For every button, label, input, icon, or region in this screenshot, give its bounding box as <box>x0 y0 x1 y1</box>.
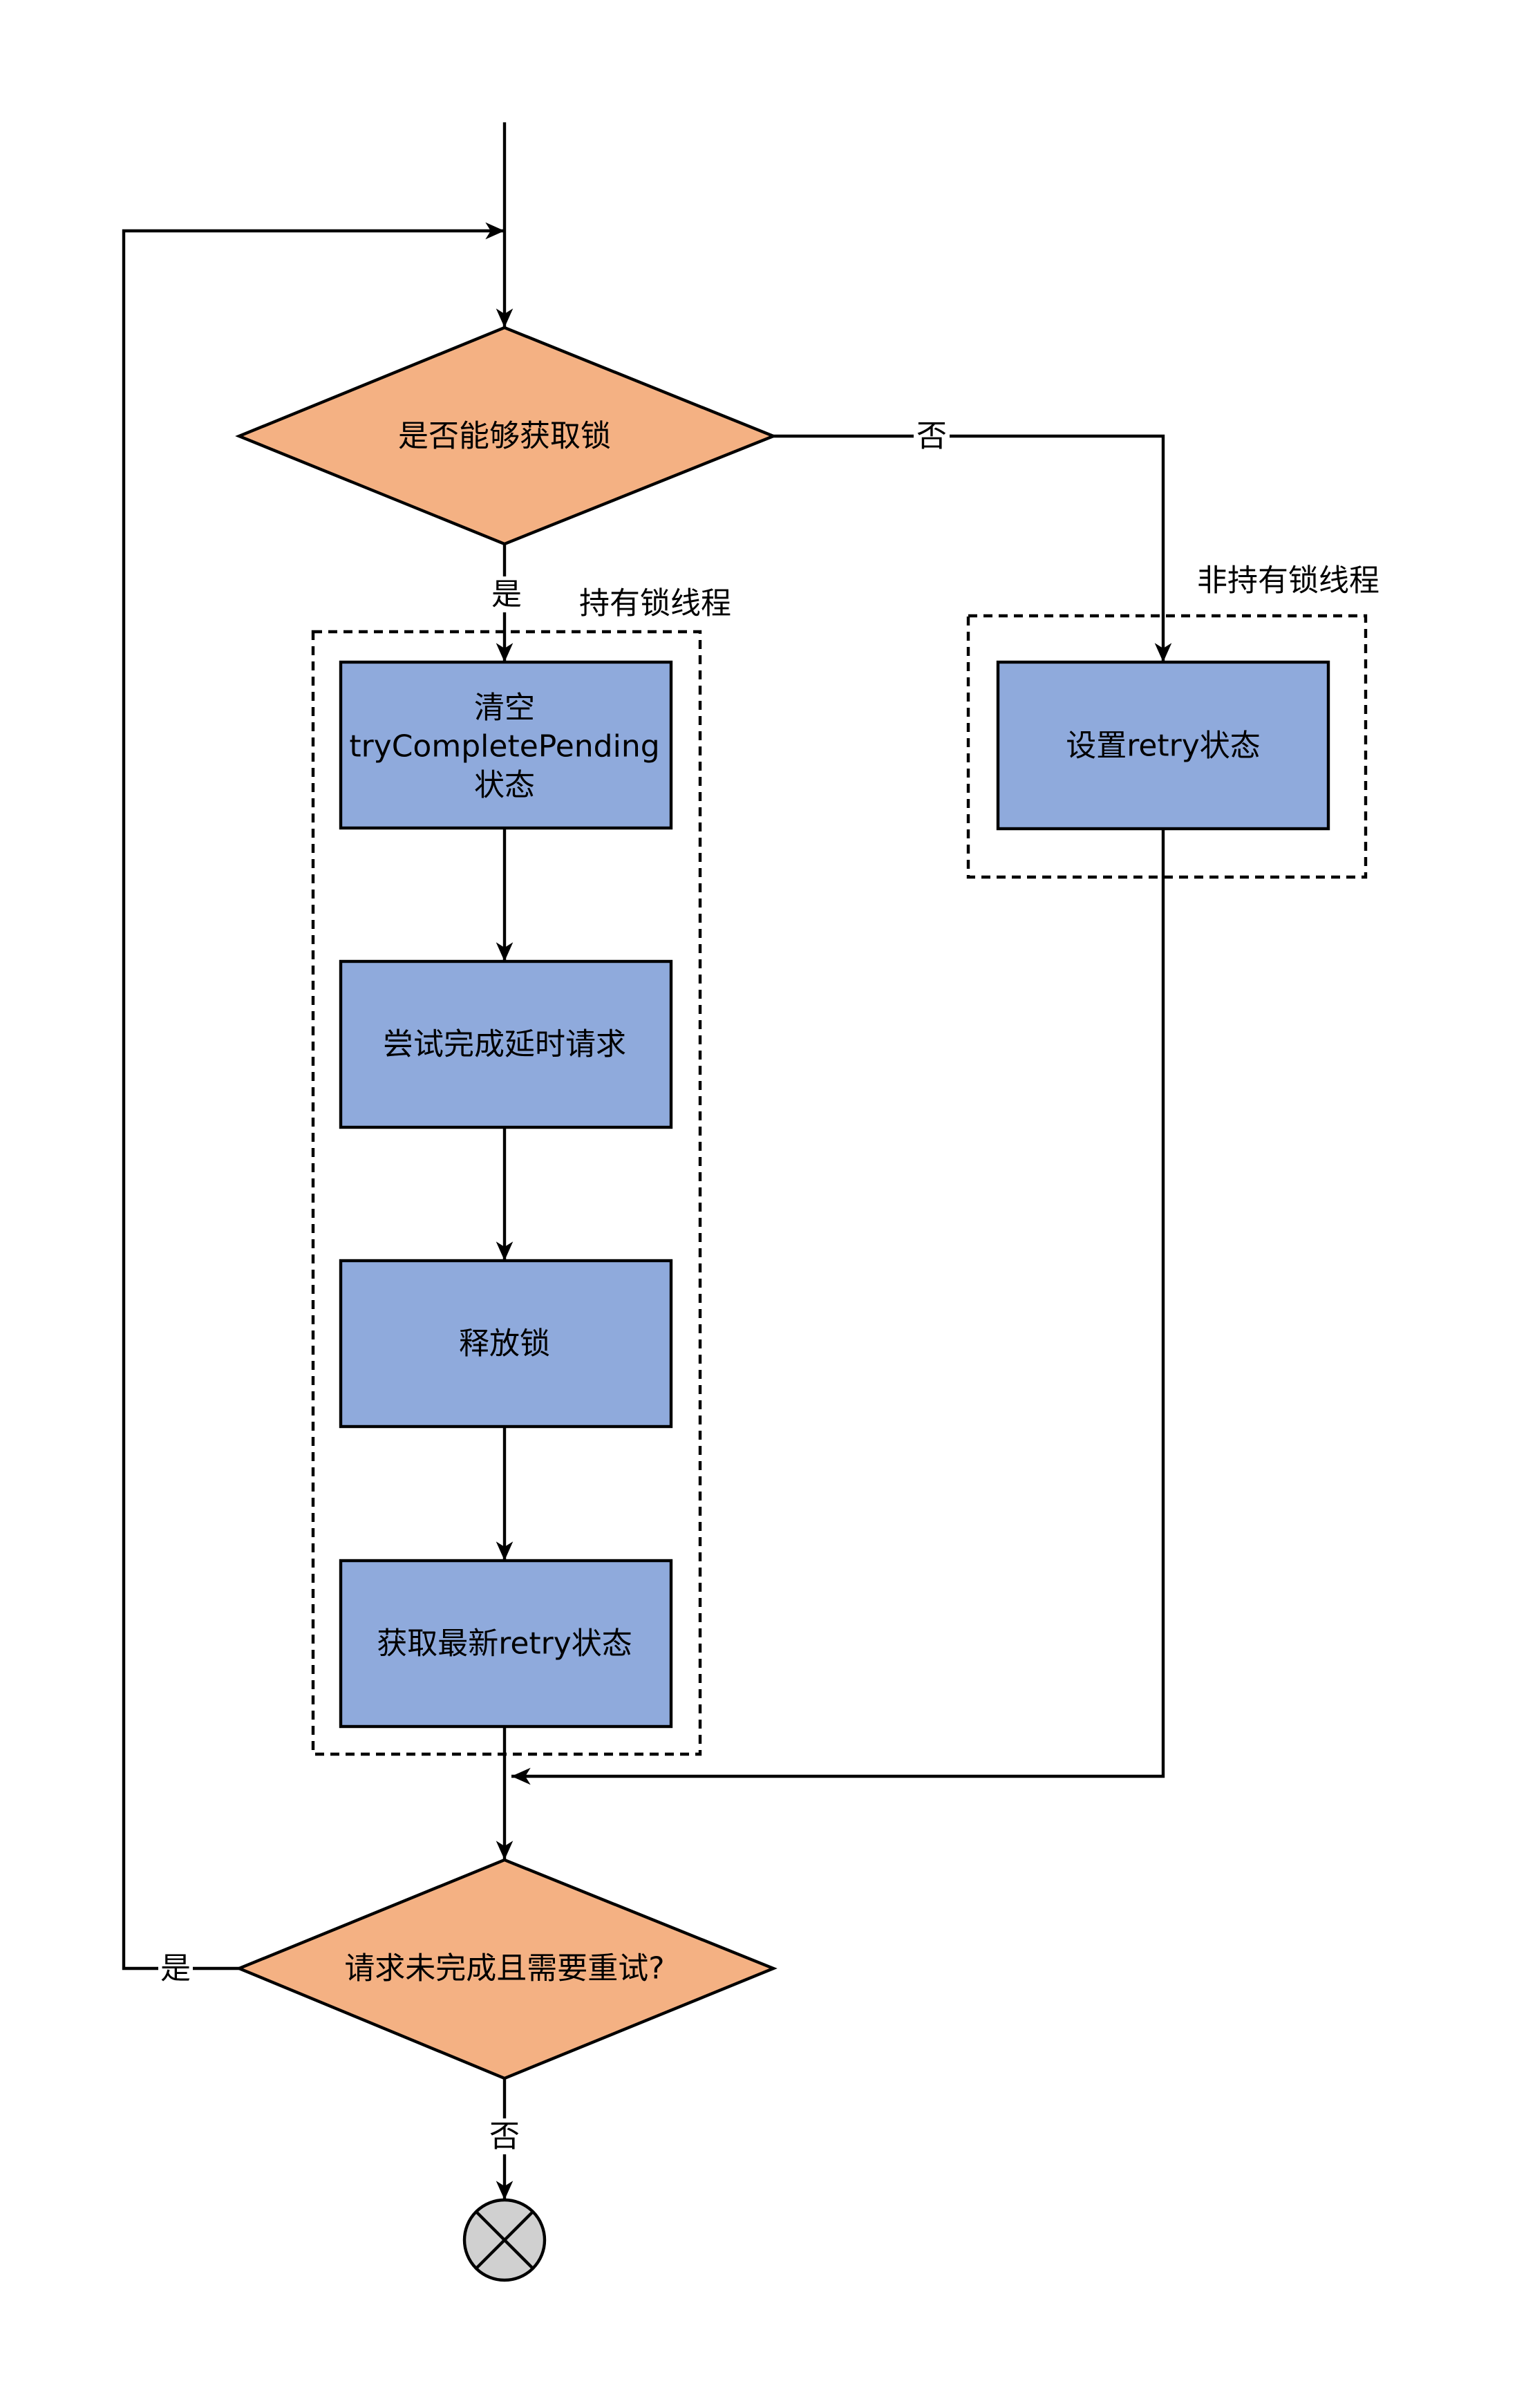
no-branch-arrow <box>773 434 1172 662</box>
clear-state-label-line2: tryCompletePending <box>349 729 659 764</box>
acquire-lock-decision-label: 是否能够获取锁 <box>398 419 611 454</box>
try-complete-box <box>339 959 673 1129</box>
retry-decision-label: 请求未完成且需要重试? <box>344 1951 664 1986</box>
retry-no-label-bg <box>487 2118 522 2154</box>
release-lock-box <box>339 1259 673 1429</box>
acquire-no-label-bg <box>914 417 950 455</box>
set-retry-merge-arrow <box>511 829 1165 1785</box>
acquire-yes-label-bg <box>489 576 524 612</box>
retry-yes-label-bg <box>158 1950 193 1986</box>
acquire-lock-decision <box>235 326 778 546</box>
clear-state-box <box>339 660 673 830</box>
get-retry-label: 获取最新retry状态 <box>377 1626 632 1662</box>
try-complete-label: 尝试完成延时请求 <box>383 1027 626 1062</box>
x-circle-icon <box>462 2198 547 2282</box>
holder-thread-group <box>311 630 702 1756</box>
acquire-no-label: 否 <box>916 419 947 454</box>
retry-no-label: 否 <box>489 2119 520 2154</box>
get-retry-box <box>339 1559 673 1729</box>
set-retry-box <box>996 660 1330 831</box>
retry-yes-label: 是 <box>160 1951 191 1986</box>
set-retry-label: 设置retry状态 <box>1066 728 1261 764</box>
release-lock-label: 释放锁 <box>459 1326 550 1362</box>
clear-state-label-line3: 状态 <box>474 768 535 803</box>
retry-decision <box>235 1858 778 2080</box>
acquire-yes-label: 是 <box>491 577 522 612</box>
holder-thread-label: 持有锁线程 <box>579 586 731 621</box>
clear-state-label-line1: 清空 <box>474 690 535 726</box>
non-holder-thread-group <box>966 614 1368 879</box>
non-holder-thread-label: 非持有锁线程 <box>1197 563 1379 599</box>
